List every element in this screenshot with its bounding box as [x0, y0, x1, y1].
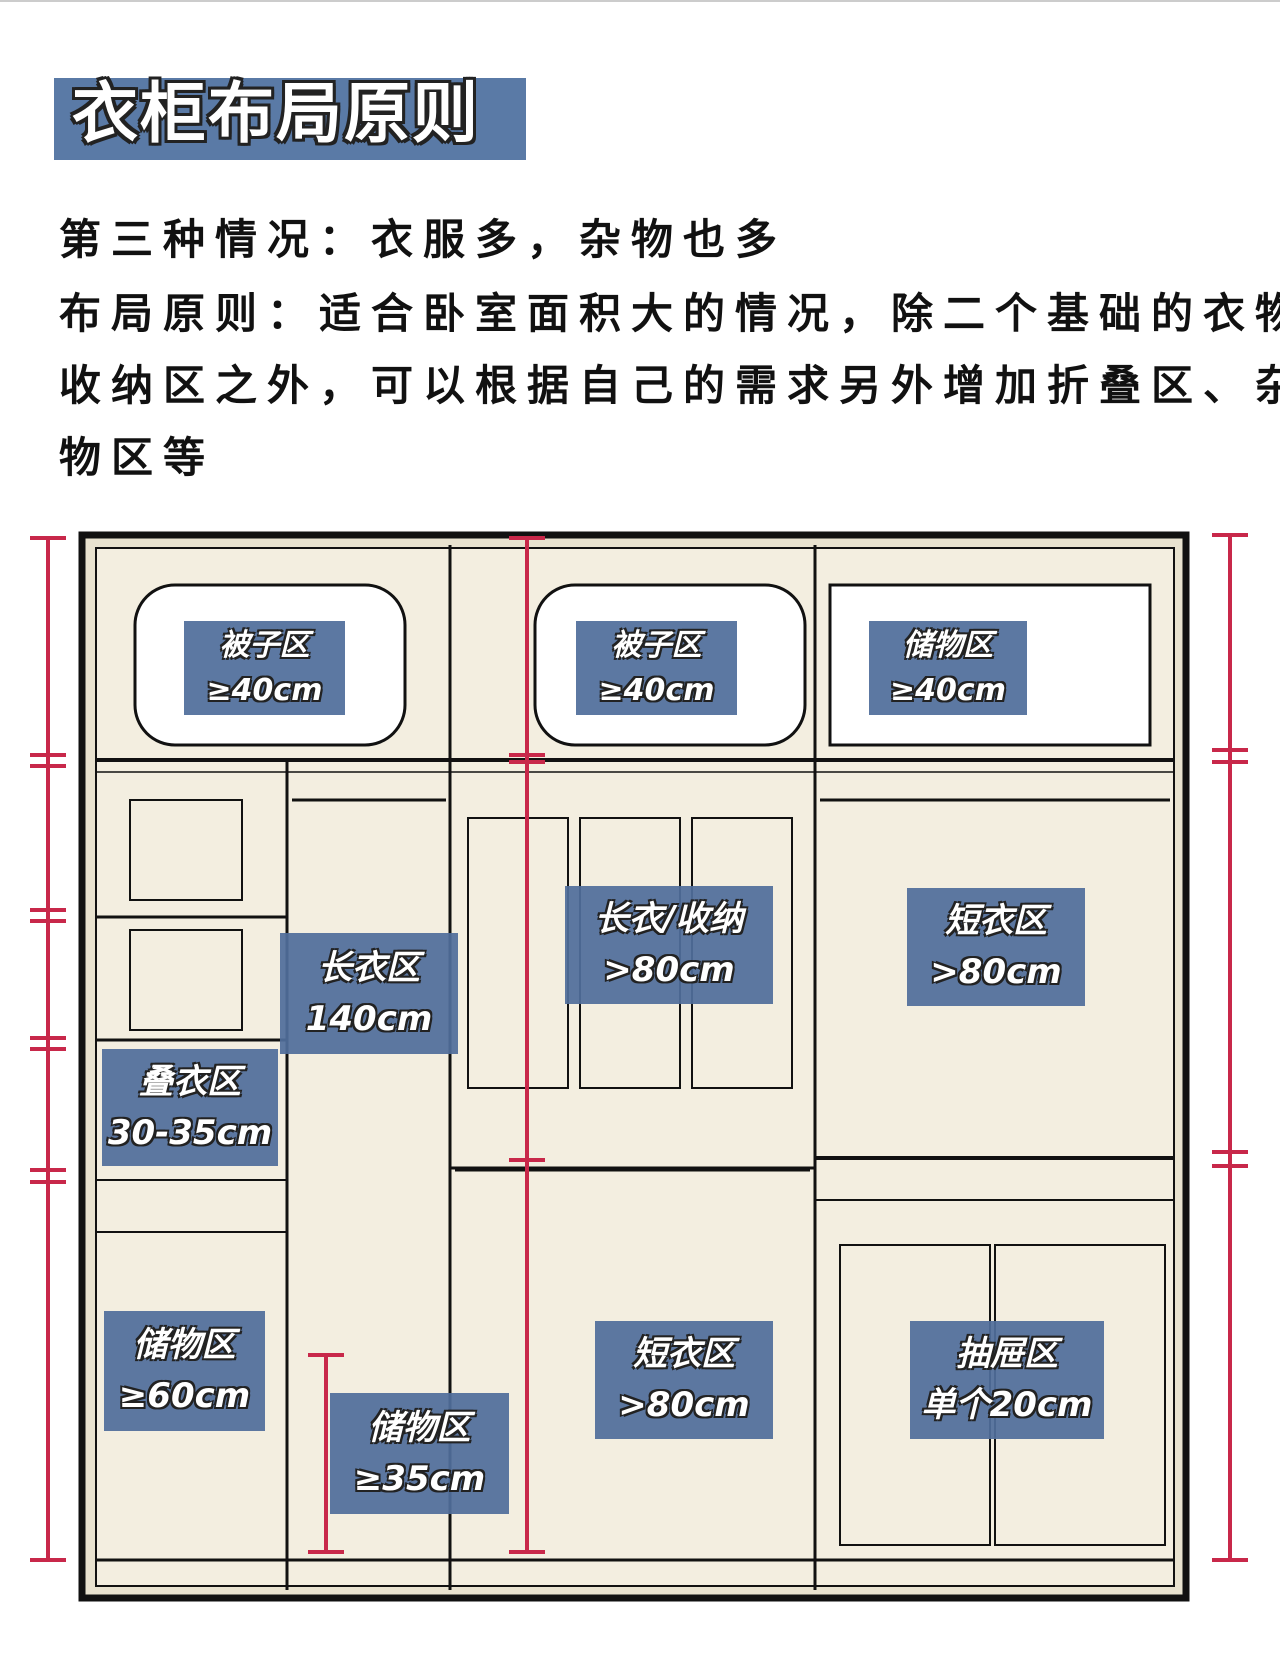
zone-name: 叠衣区 [139, 1061, 241, 1102]
zone-size: ≥40cm [206, 673, 323, 708]
zone-name: 短衣区 [633, 1334, 735, 1374]
zone-name: 抽屉区 [956, 1334, 1058, 1374]
zone-name: 长衣/收纳 [594, 899, 744, 939]
zone-name: 储物区 [903, 628, 993, 663]
zone-name: 储物区 [368, 1407, 471, 1448]
zone-size: 30-35cm [107, 1112, 273, 1153]
intro-line-3: 收纳区之外，可以根据自己的需求另外增加折叠区、杂 [59, 361, 1280, 410]
top-divider [0, 0, 1280, 2]
zone-label-short-right: 短衣区 >80cm [907, 888, 1085, 1006]
zone-label-storage-left: 储物区 ≥60cm [104, 1311, 265, 1431]
zone-name: 被子区 [611, 628, 702, 663]
zone-size: >80cm [603, 950, 735, 990]
zone-name: 长衣区 [318, 947, 420, 988]
zone-label-folding: 叠衣区 30-35cm [102, 1049, 278, 1166]
zone-label-drawers: 抽屉区单个20cm [910, 1321, 1104, 1439]
zone-size: ≥40cm [598, 673, 715, 708]
zone-label-long-coat: 长衣区 140cm [280, 933, 458, 1054]
zone-label-quilt-middle: 被子区 ≥40cm [576, 621, 737, 715]
zone-label-storage-bottom: 储物区 ≥35cm [330, 1393, 509, 1514]
zone-label-storage-top: 储物区 ≥40cm [869, 621, 1027, 715]
intro-line-2: 布局原则：适合卧室面积大的情况，除二个基础的衣物 [59, 289, 1280, 338]
zone-size: ≥60cm [118, 1376, 251, 1416]
zone-label-short-middle: 短衣区 >80cm [595, 1321, 773, 1439]
measure-lines [30, 533, 1248, 1562]
intro-line-1: 第三种情况：衣服多，杂物也多 [59, 215, 788, 264]
zone-name: 被子区 [219, 628, 310, 663]
page-title: 衣柜布局原则 [72, 75, 480, 152]
title-banner [54, 78, 526, 160]
zone-name: 储物区 [133, 1325, 236, 1365]
zone-size: ≥40cm [890, 673, 1006, 708]
zone-name: 短衣区 [945, 901, 1047, 941]
zone-size: >80cm [618, 1385, 750, 1425]
zone-size: 140cm [305, 998, 433, 1039]
zone-label-long-storage: 长衣/收纳 >80cm [565, 886, 773, 1004]
zone-size: 单个20cm [921, 1385, 1093, 1425]
zone-size: >80cm [930, 952, 1062, 992]
zone-label-quilt-left: 被子区 ≥40cm [184, 621, 345, 715]
zone-size: ≥35cm [353, 1458, 486, 1499]
intro-line-4: 物区等 [59, 433, 216, 482]
